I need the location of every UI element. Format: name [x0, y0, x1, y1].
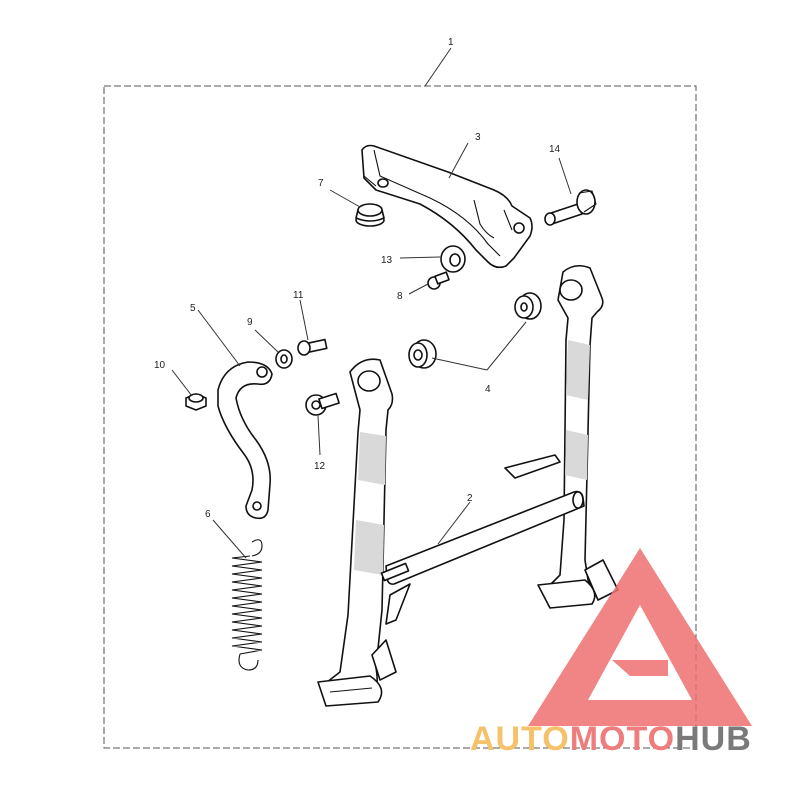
center-stand — [317, 264, 619, 707]
washer-9 — [275, 349, 293, 369]
mounting-bracket — [361, 144, 533, 269]
callout-3: 3 — [475, 132, 481, 143]
callout-7: 7 — [318, 178, 324, 189]
callout-4: 4 — [485, 384, 491, 395]
watermark-logo — [528, 548, 752, 726]
callout-6: 6 — [205, 509, 211, 520]
callout-12: 12 — [314, 461, 326, 472]
callout-9: 9 — [247, 317, 253, 328]
bushing-4-left — [408, 339, 437, 369]
callout-13: 13 — [381, 255, 393, 266]
watermark-text-auto: AUTO — [470, 720, 570, 758]
spring-bracket — [217, 361, 273, 520]
leader-lines — [171, 47, 572, 559]
callout-labels: 1 2 3 4 5 6 7 8 9 10 11 12 13 14 — [154, 37, 561, 520]
screw-8 — [427, 271, 450, 290]
callout-8: 8 — [397, 291, 403, 302]
grommet — [355, 203, 385, 227]
bushing-4-right — [514, 292, 542, 320]
callout-2: 2 — [467, 493, 473, 504]
bolt-14 — [544, 189, 597, 226]
return-spring — [231, 539, 263, 671]
watermark-triangle — [528, 548, 752, 726]
washer-13 — [440, 245, 466, 273]
watermark-text-hub: HUB — [675, 720, 752, 758]
bolt-12 — [305, 392, 340, 416]
callout-10: 10 — [154, 360, 166, 371]
bolt-11 — [297, 338, 328, 356]
callout-1: 1 — [448, 37, 454, 48]
callout-11: 11 — [293, 290, 304, 301]
callout-14: 14 — [549, 144, 561, 155]
callout-5: 5 — [190, 303, 196, 314]
kit-boundary — [103, 85, 697, 749]
nut-10 — [185, 393, 207, 411]
watermark-text: AUTOMOTOHUB — [470, 720, 752, 758]
watermark-text-moto: MOTO — [570, 720, 675, 758]
